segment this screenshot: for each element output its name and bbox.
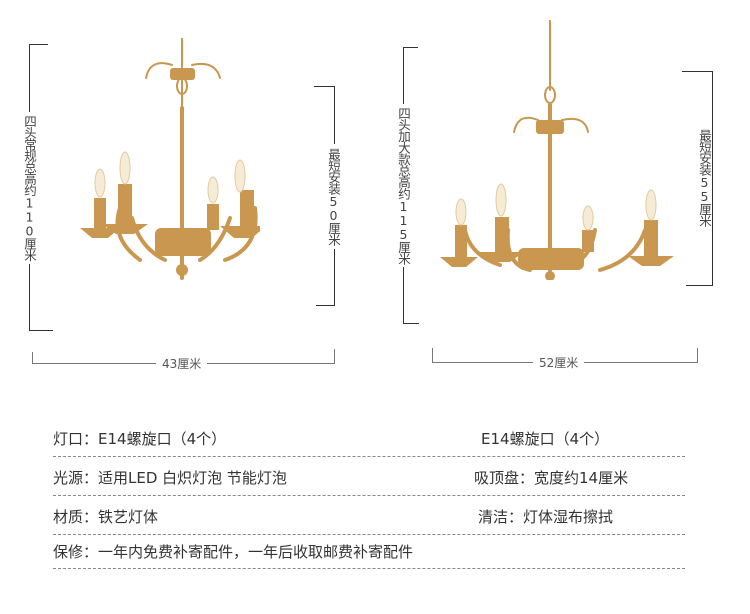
spec-row-socket: 灯口：E14螺旋口（4个） E14螺旋口（4个） bbox=[53, 428, 685, 448]
spec-socket-right: E14螺旋口（4个） bbox=[481, 430, 610, 448]
bracket-tick bbox=[403, 323, 419, 324]
bracket-tick bbox=[29, 44, 48, 45]
left-width-label: 43厘米 bbox=[156, 355, 208, 372]
width-tick bbox=[32, 352, 33, 364]
left-install-label: 最短安装50厘米 bbox=[326, 144, 341, 249]
bracket-tick bbox=[29, 330, 53, 331]
chandelier-image-left bbox=[80, 38, 260, 280]
bracket-tick bbox=[316, 305, 335, 306]
width-tick bbox=[432, 348, 433, 363]
spec-cleaning: 清洁：灯体湿布擦拭 bbox=[478, 508, 614, 526]
left-height-label: 四头常规总高约110厘米 bbox=[22, 112, 37, 264]
spec-row-warranty: 保修：一年内免费补寄配件，一年后收取邮费补寄配件 bbox=[53, 541, 685, 561]
spec-material: 材质：铁艺灯体 bbox=[53, 508, 159, 526]
width-tick bbox=[334, 349, 335, 364]
chandelier-image-right bbox=[440, 20, 674, 280]
right-install-label: 最短安装55厘米 bbox=[697, 125, 712, 230]
divider bbox=[53, 534, 685, 535]
divider bbox=[53, 456, 685, 457]
bracket-tick bbox=[682, 71, 713, 72]
right-height-label: 四头加大款总高约115厘米 bbox=[396, 104, 411, 267]
right-width-label: 52厘米 bbox=[533, 354, 585, 371]
bracket-tick bbox=[314, 86, 335, 87]
install-bracket-right bbox=[712, 71, 713, 286]
divider bbox=[53, 568, 685, 569]
spec-socket: 灯口：E14螺旋口（4个） bbox=[53, 430, 227, 448]
spec-row-light-source: 光源：适用LED 白炽灯泡 节能灯泡 吸顶盘：宽度约14厘米 bbox=[53, 467, 685, 487]
divider bbox=[53, 495, 685, 496]
spec-canopy: 吸顶盘：宽度约14厘米 bbox=[474, 469, 629, 487]
width-tick bbox=[697, 348, 698, 363]
bracket-tick bbox=[403, 47, 418, 48]
spec-row-material: 材质：铁艺灯体 清洁：灯体湿布擦拭 bbox=[53, 506, 685, 526]
bracket-tick bbox=[686, 285, 713, 286]
spec-warranty: 保修：一年内免费补寄配件，一年后收取邮费补寄配件 bbox=[53, 543, 414, 561]
spec-light-source: 光源：适用LED 白炽灯泡 节能灯泡 bbox=[53, 469, 287, 487]
